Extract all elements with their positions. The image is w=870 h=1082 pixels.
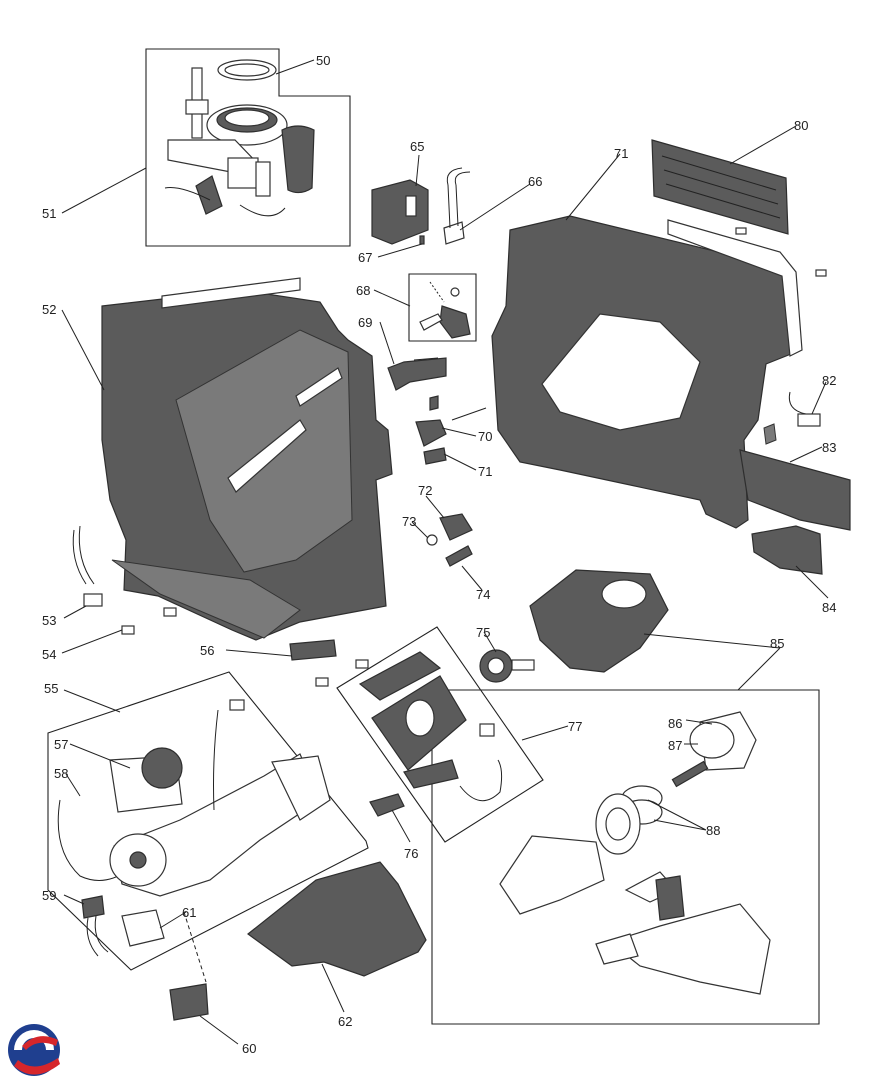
callout-73: 73 — [402, 514, 416, 529]
nut-right2 — [315, 677, 329, 687]
wire-connector-66 — [443, 167, 471, 245]
brew-internals — [499, 711, 771, 995]
callout-86: 86 — [668, 716, 682, 731]
callout-53: 53 — [42, 613, 56, 628]
sensor-59 — [81, 895, 109, 957]
callout-51: 51 — [42, 206, 56, 221]
callout-58: 58 — [54, 766, 68, 781]
nut-54a — [121, 625, 135, 635]
callout-76: 76 — [404, 846, 418, 861]
callout-57: 57 — [54, 737, 68, 752]
callout-56: 56 — [200, 643, 214, 658]
screw-70a — [429, 395, 439, 411]
rear-frame-71 — [491, 215, 851, 531]
callout-50: 50 — [316, 53, 330, 68]
callout-67: 67 — [358, 250, 372, 265]
bracket-65 — [371, 179, 429, 245]
grinder-group-box — [145, 48, 351, 247]
leader-lines — [61, 59, 829, 1045]
brew-unit-85 — [479, 569, 669, 683]
callout-69: 69 — [358, 315, 372, 330]
callout-70: 70 — [478, 429, 492, 444]
main-frame-52 — [101, 277, 393, 641]
dispenser-77 — [358, 651, 503, 802]
callout-55: 55 — [44, 681, 58, 696]
motor-group-box-55 — [47, 671, 369, 971]
callout-62: 62 — [338, 1014, 352, 1029]
callout-68: 68 — [356, 283, 370, 298]
lever-72 — [439, 513, 473, 541]
brew-unit-group-box-85 — [431, 689, 820, 1025]
pin-67 — [419, 235, 425, 245]
brand-logo — [8, 1024, 60, 1076]
callout-87: 87 — [668, 738, 682, 753]
callout-77: 77 — [568, 719, 582, 734]
callout-54: 54 — [42, 647, 56, 662]
callout-71b: 71 — [478, 464, 492, 479]
connector-82 — [763, 391, 821, 445]
dashed-link — [183, 911, 207, 983]
callout-83: 83 — [822, 440, 836, 455]
callout-71a: 71 — [614, 146, 628, 161]
lever-69 — [387, 357, 447, 391]
dispenser-group-box-77 — [336, 626, 544, 843]
callout-82: 82 — [822, 373, 836, 388]
callout-labels: 50 51 52 53 54 55 56 57 58 59 60 61 62 6… — [42, 53, 836, 1056]
spring-71 — [423, 447, 447, 465]
clip-76 — [369, 793, 405, 817]
callout-61: 61 — [182, 905, 196, 920]
nut-54b — [163, 607, 177, 617]
callout-60: 60 — [242, 1041, 256, 1056]
callout-80: 80 — [794, 118, 808, 133]
callout-59: 59 — [42, 888, 56, 903]
callout-74: 74 — [476, 587, 490, 602]
callout-72: 72 — [418, 483, 432, 498]
bracket-60 — [169, 983, 209, 1021]
grinder-assembly — [164, 59, 315, 217]
callout-75: 75 — [476, 625, 490, 640]
tray-56 — [289, 639, 337, 661]
nut-right — [355, 659, 369, 669]
circuit-board-80 — [651, 139, 827, 277]
callout-84: 84 — [822, 600, 836, 615]
spring-group-box-68 — [408, 273, 477, 342]
cam-70 — [415, 419, 447, 447]
washer-73 — [426, 534, 438, 546]
callout-52: 52 — [42, 302, 56, 317]
motor-assembly-55 — [57, 699, 331, 897]
board-61 — [121, 909, 165, 947]
callout-85: 85 — [770, 636, 784, 651]
connector-53 — [72, 525, 103, 607]
callout-88: 88 — [706, 823, 720, 838]
spring-lever-68 — [419, 281, 471, 339]
panel-84 — [751, 525, 823, 575]
spring-74 — [445, 545, 473, 567]
drip-tray-62 — [247, 861, 427, 977]
callout-65: 65 — [410, 139, 424, 154]
screw-rod — [451, 407, 487, 421]
callout-66: 66 — [528, 174, 542, 189]
